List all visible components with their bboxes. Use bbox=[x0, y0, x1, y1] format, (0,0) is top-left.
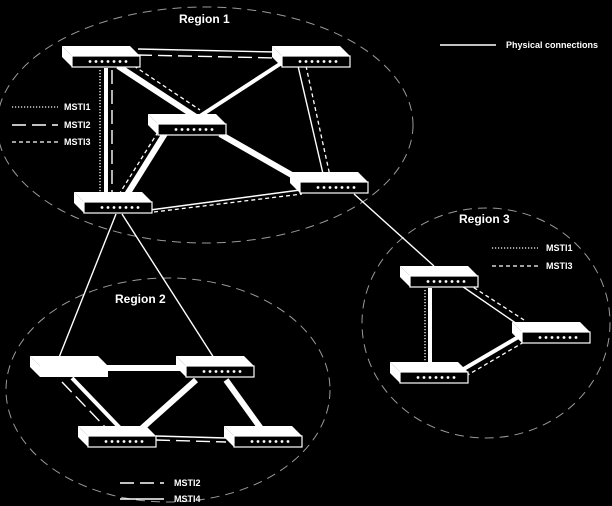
legend-r1-msti3-label: MSTI3 bbox=[64, 137, 91, 147]
msti3-path-r1c-r1d bbox=[117, 131, 159, 197]
link-r2c-r2d bbox=[155, 435, 227, 439]
link-r3a-r3c bbox=[455, 281, 521, 327]
legend-region-1: MSTI1 MSTI2 MSTI3 bbox=[12, 102, 91, 147]
legend-physical-label: Physical connections bbox=[506, 40, 598, 50]
legend-r1-msti1-label: MSTI1 bbox=[64, 102, 91, 112]
msti2-path-r2a-r2c bbox=[61, 381, 109, 431]
link-r3b-r3c bbox=[460, 334, 522, 372]
link-r1a-r1c bbox=[116, 63, 198, 120]
switch-r3b bbox=[390, 362, 469, 384]
msti3-path-r1b-r1e bbox=[305, 65, 331, 177]
switch-r3c bbox=[512, 322, 591, 344]
switch-r1a bbox=[62, 46, 141, 68]
switch-r1e bbox=[290, 172, 369, 194]
link-r1b-r1c bbox=[198, 62, 282, 118]
region-3-boundary bbox=[361, 207, 611, 439]
link-r1d-r2b bbox=[121, 213, 215, 359]
switches bbox=[30, 46, 591, 448]
region-1-boundary bbox=[0, 6, 414, 244]
msti2-path-r1a-r1b bbox=[137, 54, 277, 59]
region-2-label: Region 2 bbox=[115, 292, 166, 306]
link-r1b-r1e bbox=[297, 65, 325, 179]
link-r1c-r1d bbox=[123, 130, 169, 198]
link-r1d-r2a bbox=[57, 213, 117, 361]
switch-r1b bbox=[272, 46, 351, 68]
region-3-label: Region 3 bbox=[459, 212, 510, 226]
switch-r2a bbox=[30, 356, 108, 377]
msti3-path-r1a-r1c bbox=[127, 61, 201, 111]
msti-paths bbox=[61, 54, 525, 443]
switch-r1c bbox=[148, 114, 227, 136]
region-2-boundary bbox=[5, 277, 331, 503]
legend-r3-msti1-label: MSTI1 bbox=[546, 243, 573, 253]
msti3-path-r1d-r1e bbox=[153, 193, 303, 213]
region-boundaries bbox=[0, 6, 611, 503]
legend-region-2: MSTI2 MSTI4 bbox=[120, 478, 201, 504]
switch-r2d bbox=[224, 426, 303, 448]
switch-r2b bbox=[176, 356, 255, 378]
legend-r3-msti3-label: MSTI3 bbox=[546, 261, 573, 271]
switch-r1d bbox=[74, 192, 153, 214]
switch-r3a bbox=[400, 266, 479, 288]
legend-r2-msti2-label: MSTI2 bbox=[174, 478, 201, 488]
link-r1a-r1b bbox=[137, 48, 277, 53]
legend-region-3: MSTI1 MSTI3 bbox=[492, 243, 573, 271]
msti3-path-r3a-r3c bbox=[461, 279, 525, 321]
legend-physical: Physical connections bbox=[440, 40, 598, 50]
legend-r2-msti4-label: MSTI4 bbox=[174, 494, 201, 504]
link-r2b-r2d bbox=[223, 378, 265, 432]
switch-r2c bbox=[78, 426, 157, 448]
link-r1d-r1e bbox=[149, 189, 301, 211]
legend-r1-msti2-label: MSTI2 bbox=[64, 120, 91, 130]
msti3-path-r3b-r3c bbox=[465, 341, 525, 377]
link-r2a-r2c bbox=[70, 376, 122, 430]
msti2-path-r2c-r2d bbox=[155, 439, 227, 443]
link-r2b-r2c bbox=[138, 377, 198, 433]
link-r1e-r3a bbox=[353, 193, 435, 267]
region-1-label: Region 1 bbox=[179, 12, 230, 26]
